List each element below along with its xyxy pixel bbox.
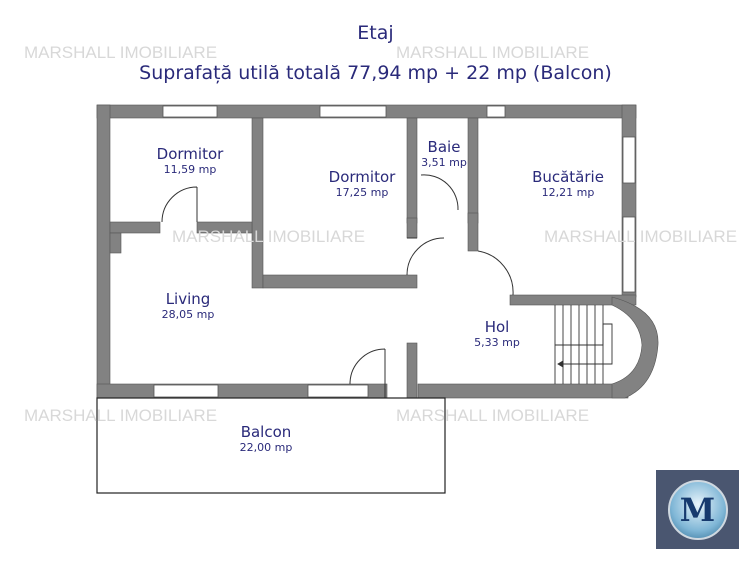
watermark: MARSHALL IMOBILIARE: [24, 43, 218, 62]
watermark: MARSHALL IMOBILIARE: [24, 406, 218, 425]
windows: [153, 105, 636, 398]
doors: [161, 174, 514, 398]
watermark: MARSHALL IMOBILIARE: [172, 227, 366, 246]
balcony-outline: [96, 397, 446, 494]
total-area-subtitle: Suprafață utilă totală 77,94 mp + 22 mp …: [139, 62, 612, 84]
stairs: [554, 305, 613, 384]
watermark: MARSHALL IMOBILIARE: [396, 43, 590, 62]
logo-emblem: M: [667, 479, 728, 540]
floor-title: Etaj: [357, 22, 394, 44]
watermark: MARSHALL IMOBILIARE: [544, 227, 738, 246]
watermark: MARSHALL IMOBILIARE: [396, 406, 590, 425]
company-logo: M: [656, 470, 739, 549]
